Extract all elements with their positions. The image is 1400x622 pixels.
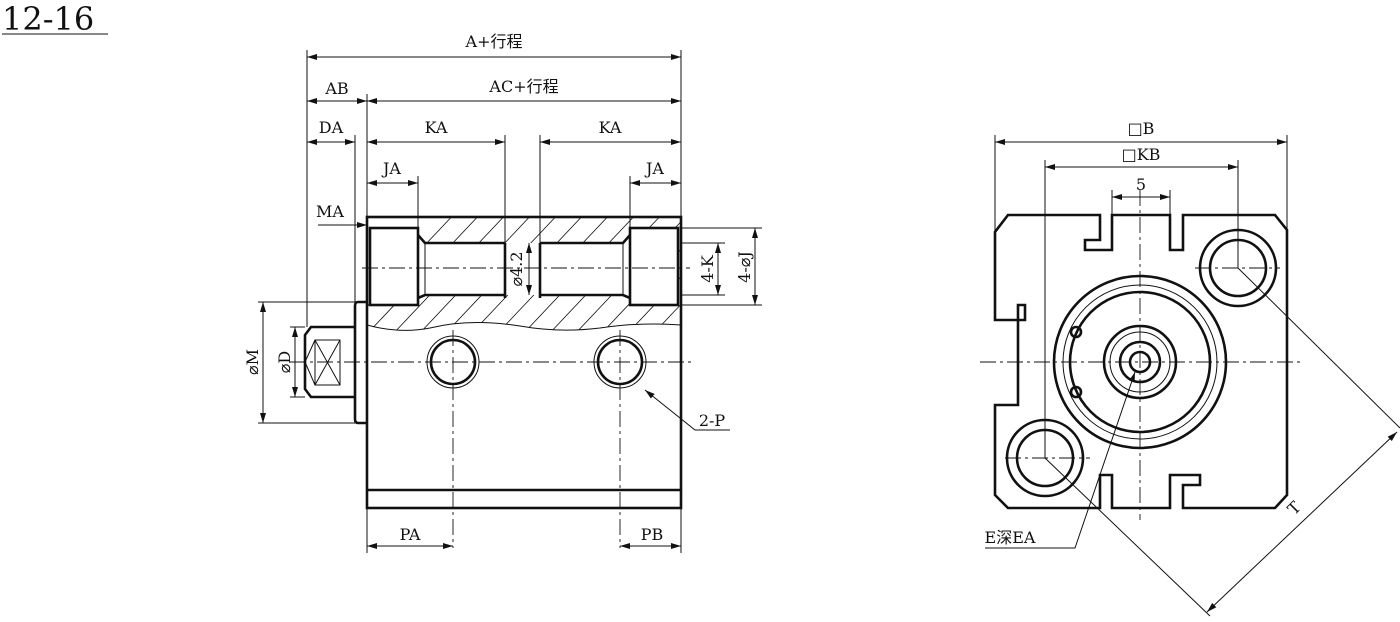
- dim-dia-m: ⌀M: [243, 349, 262, 375]
- dim-ja-right: JA: [644, 159, 664, 178]
- dim-b: □B: [1128, 119, 1155, 138]
- dim-ma: MA: [316, 202, 344, 221]
- dim-ab: AB: [324, 79, 348, 98]
- dim-4-k: 4-K: [698, 254, 717, 283]
- dim-ka-right: KA: [599, 118, 622, 137]
- dim-kb: □KB: [1122, 145, 1161, 164]
- dim-da: DA: [319, 118, 344, 137]
- side-view: □B □KB 5 E深EA T: [980, 119, 1400, 617]
- dim-ka-left: KA: [425, 118, 448, 137]
- dim-t: T: [1284, 497, 1305, 518]
- dim-2-p: 2-P: [699, 411, 726, 430]
- drawing-number: 12-16: [2, 0, 94, 38]
- dim-dia-d: ⌀D: [275, 351, 294, 373]
- hatch-line: [651, 217, 681, 331]
- dim-pa: PA: [400, 525, 421, 544]
- dim-a-stroke: A+行程: [465, 32, 523, 51]
- hatch-line: [625, 217, 681, 331]
- side-outline: [993, 213, 1289, 510]
- cylinder-body: [365, 215, 683, 510]
- dim-e-depth-ea: E深EA: [985, 528, 1036, 547]
- end-cap: [353, 300, 367, 425]
- dim-ja-left: JA: [381, 159, 401, 178]
- front-view: A+行程 AB AC+行程 DA KA KA JA JA MA ⌀4.2 4-K…: [243, 32, 822, 553]
- dim-dia-4-2: ⌀4.2: [507, 251, 526, 286]
- dim-ac-stroke: AC+行程: [488, 77, 558, 96]
- dim-4-dia-j: 4-⌀J: [735, 251, 754, 283]
- hatch-line: [704, 210, 822, 335]
- dim-pb: PB: [641, 525, 664, 544]
- dim-5: 5: [1136, 175, 1146, 194]
